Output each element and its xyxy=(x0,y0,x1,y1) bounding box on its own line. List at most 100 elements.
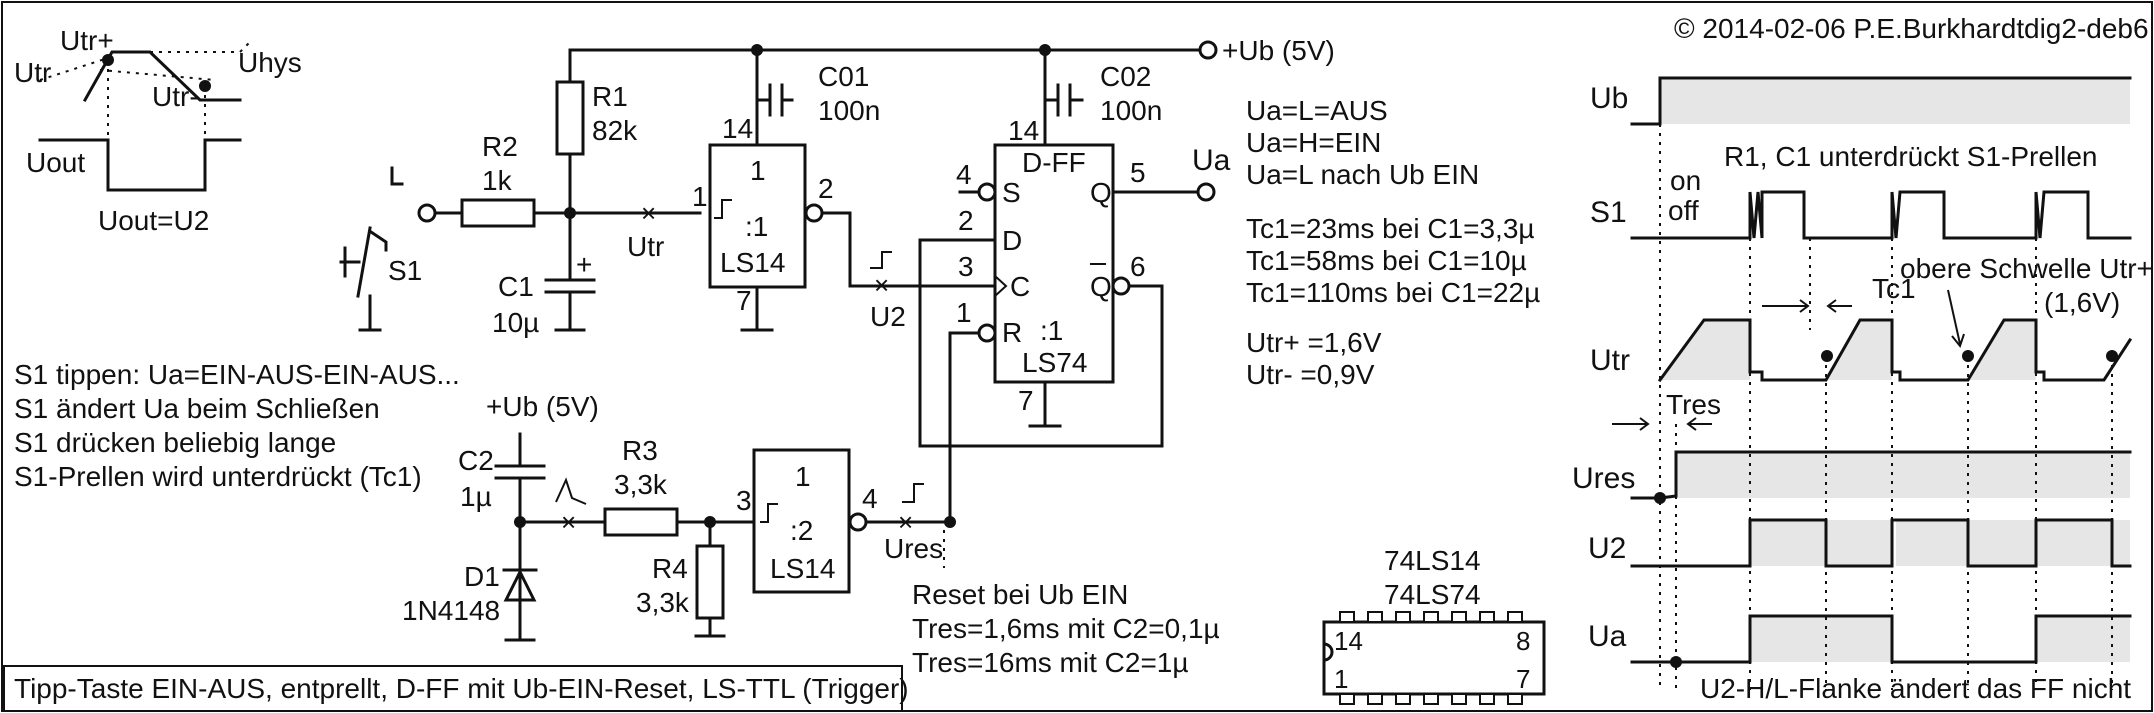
ic-pin1: 1 xyxy=(1334,664,1348,694)
r2-value: 1k xyxy=(482,165,513,196)
r4-value: 3,3k xyxy=(636,587,690,618)
ic-line1: 74LS14 xyxy=(1384,545,1481,576)
c1-plus: + xyxy=(576,249,592,280)
g2-name: LS14 xyxy=(770,553,835,584)
input-network: +Ub (5V) R1 82k S1 R2 1k × Utr + xyxy=(339,35,1335,338)
uhys-label: Uhys xyxy=(238,47,302,78)
caption-box xyxy=(3,665,903,712)
utr-probe: × xyxy=(641,198,656,228)
ic-package: 74LS14 74LS74 14 8 1 7 xyxy=(1322,545,1546,705)
sig-utr: Utr xyxy=(1590,344,1630,377)
ic-pin7: 7 xyxy=(1516,664,1530,694)
note-ua-ub: Ua=L nach Ub EIN xyxy=(1246,159,1479,190)
ic-pin-stub xyxy=(1507,611,1523,623)
ic-pin-stub xyxy=(1423,693,1439,705)
ures-net-label: Ures xyxy=(884,533,943,564)
g1-out-pin: 2 xyxy=(818,173,834,204)
s1-terminal xyxy=(417,203,437,223)
utr-plus-label: Utr+ xyxy=(60,25,114,56)
ic-pin-stub xyxy=(1339,693,1355,705)
g2-in-pin: 3 xyxy=(736,485,752,516)
copyright: © 2014-02-06 P.E.Burkhardt xyxy=(1674,13,2024,44)
r2-resistor xyxy=(460,198,536,228)
ff-q-label: Q xyxy=(1090,177,1112,208)
gate-ls14-1: C01 100n 14 1 1 :1 LS14 7 2 × U2 xyxy=(692,48,962,332)
ic-pin-stub xyxy=(1395,611,1411,623)
r3-resistor xyxy=(603,507,679,537)
uout-label: Uout xyxy=(26,147,85,178)
ff-s-pin: 4 xyxy=(956,159,972,190)
utr-minus-label: Utr- xyxy=(152,81,199,112)
r3-value: 3,3k xyxy=(614,469,668,500)
ff-r-label: R xyxy=(1002,317,1022,348)
u2-net-label: U2 xyxy=(870,301,906,332)
reset-ub-label: +Ub (5V) xyxy=(486,391,599,422)
ff-name: LS74 xyxy=(1022,347,1087,378)
r1-name: R1 xyxy=(592,81,628,112)
ub-label: +Ub (5V) xyxy=(1222,35,1335,66)
sig-ua: Ua xyxy=(1588,620,1627,653)
u2-probe: × xyxy=(874,270,889,300)
g2-top-num: 1 xyxy=(795,461,811,492)
g1-unit: :1 xyxy=(745,211,768,242)
s1-name: S1 xyxy=(388,255,422,286)
g1-top-num: 1 xyxy=(750,155,766,186)
d1-name: D1 xyxy=(464,561,500,592)
reset-probe: × xyxy=(561,507,576,537)
sig-u2: U2 xyxy=(1588,532,1626,565)
note-tc1-b: Tc1=58ms bei C1=10µ xyxy=(1246,245,1527,276)
dff-ls74: C02 100n 14 D-FF 4 S 2 D 3 C 1 R :1 LS74… xyxy=(918,48,1231,522)
ff-qn-pin: 6 xyxy=(1130,251,1146,282)
ic-pin14: 14 xyxy=(1334,626,1363,656)
c01-name: C01 xyxy=(818,61,869,92)
c02-name: C02 xyxy=(1100,61,1151,92)
ua-net-label: Ua xyxy=(1192,144,1231,177)
r4-name: R4 xyxy=(652,553,688,584)
ff-q-pin: 5 xyxy=(1130,157,1146,188)
ic-line2: 74LS74 xyxy=(1384,579,1481,610)
ic-pin-stub xyxy=(1423,611,1439,623)
ic-pin-stub xyxy=(1339,611,1355,623)
uout-eq-label: Uout=U2 xyxy=(98,205,209,236)
r1-resistor xyxy=(555,80,585,156)
ff-gnd-pin: 7 xyxy=(1018,385,1034,416)
utr-net-label: Utr xyxy=(627,231,664,262)
note-reset-2: Tres=1,6ms mit C2=0,1µ xyxy=(912,613,1220,644)
note-ua-h: Ua=H=EIN xyxy=(1246,127,1381,158)
note-s1-3: S1 drücken beliebig lange xyxy=(14,427,336,458)
note-utr-minus: Utr- =0,9V xyxy=(1246,359,1375,390)
threshold-2: (1,6V) xyxy=(2044,287,2120,318)
file-id: dig2-deb6 xyxy=(2024,13,2149,44)
r1-value: 82k xyxy=(592,115,638,146)
tc1-label: Tc1 xyxy=(1872,273,1916,304)
caption: Tipp-Taste EIN-AUS, entprellt, D-FF mit … xyxy=(14,673,909,704)
ff-c-label: C xyxy=(1010,271,1030,302)
timing-bottom-note: U2-H/L-Flanke ändert das FF nicht xyxy=(1700,673,2131,704)
note-s1-4: S1-Prellen wird unterdrückt (Tc1) xyxy=(14,461,422,492)
ic-pin-stub xyxy=(1367,693,1383,705)
note-ua-l: Ua=L=AUS xyxy=(1246,95,1388,126)
ff-s-label: S xyxy=(1002,177,1021,208)
ic-pin-stub xyxy=(1479,693,1495,705)
note-reset-3: Tres=16ms mit C2=1µ xyxy=(912,647,1189,678)
utr-label: Utr xyxy=(14,57,51,88)
ff-d-pin: 2 xyxy=(958,205,974,236)
s1-on: on xyxy=(1670,165,1701,196)
g1-vcc-pin: 14 xyxy=(722,113,753,144)
ff-r-pin: 1 xyxy=(956,297,972,328)
ff-title: D-FF xyxy=(1022,147,1086,178)
s1-off: off xyxy=(1668,195,1699,226)
notes: Ua=L=AUS Ua=H=EIN Ua=L nach Ub EIN Tc1=2… xyxy=(14,95,1540,678)
ff-vcc-pin: 14 xyxy=(1008,115,1039,146)
note-tc1-c: Tc1=110ms bei C1=22µ xyxy=(1246,277,1540,308)
note-tc1-a: Tc1=23ms bei C1=3,3µ xyxy=(1246,213,1535,244)
g1-in-pin: 1 xyxy=(692,181,708,212)
g1-gnd-pin: 7 xyxy=(736,285,752,316)
r4-resistor xyxy=(695,544,725,620)
ic-pin-stub xyxy=(1479,611,1495,623)
timing-diagram: Ub S1 Utr Ures U2 Ua on off R1, C1 unter… xyxy=(1572,76,2153,704)
ic-pin-stub xyxy=(1507,693,1523,705)
ic-pin-stub xyxy=(1367,611,1383,623)
ff-unit: :1 xyxy=(1040,315,1063,346)
